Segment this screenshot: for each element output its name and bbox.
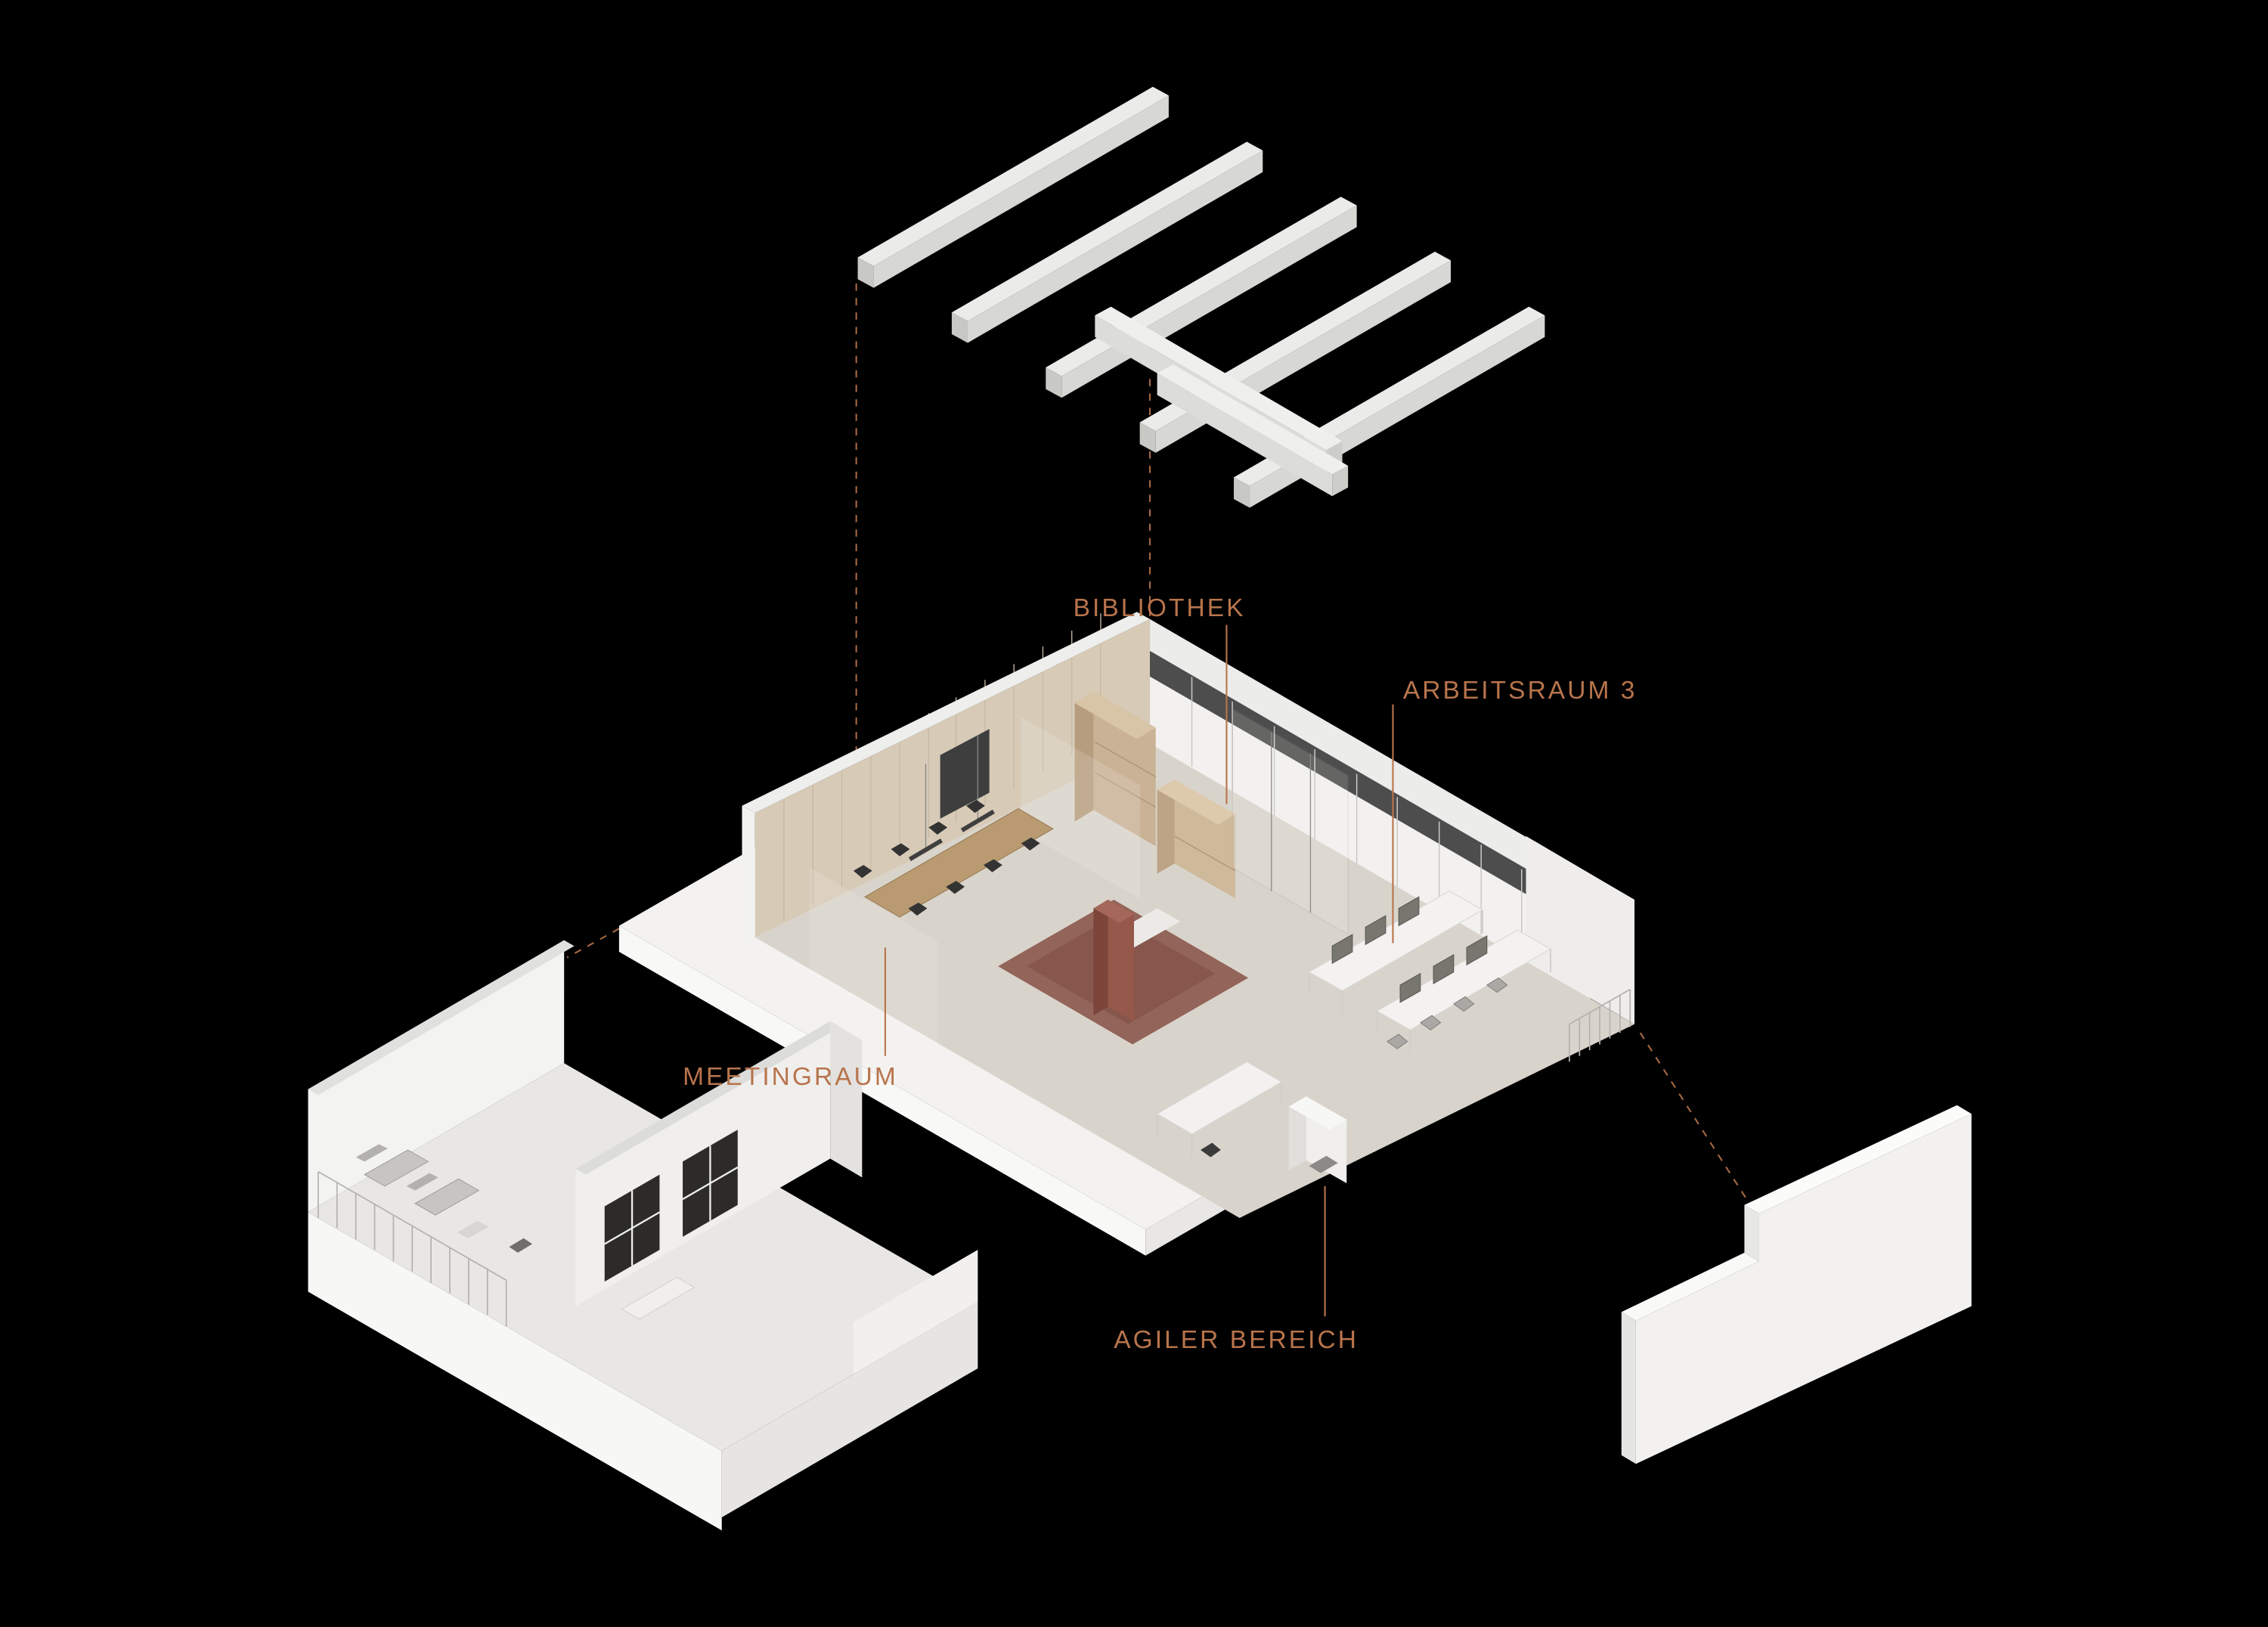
cabinet-top xyxy=(1288,1096,1347,1130)
meeting-room xyxy=(853,734,1055,918)
chair xyxy=(946,881,965,894)
balcony-railing xyxy=(1569,988,1631,1062)
monitor xyxy=(1433,953,1455,984)
label-leader-lines xyxy=(884,624,1394,1317)
terrace-slab-edge xyxy=(308,1212,722,1531)
label-meetingraum: MEETINGRAUM xyxy=(683,1061,898,1091)
ceiling-beam xyxy=(967,150,1263,343)
ceiling-beam xyxy=(1139,422,1156,453)
glass-partition xyxy=(1232,708,1349,936)
column-booth xyxy=(1093,900,1135,1021)
exploded-guide-lines xyxy=(566,284,1754,1210)
bench xyxy=(621,1276,696,1320)
terrace-window-wall xyxy=(575,1021,863,1306)
desk xyxy=(1156,1061,1283,1135)
agile-area xyxy=(1156,1061,1347,1184)
lounge-chair-back xyxy=(406,1173,438,1191)
ceiling-beam xyxy=(873,95,1169,288)
glass-partition xyxy=(809,866,938,1047)
window-wall-return xyxy=(830,1021,863,1178)
terrace-back-wall-top xyxy=(308,940,575,1096)
monitor xyxy=(1466,935,1488,965)
ceiling-beam xyxy=(857,86,1169,267)
column-side xyxy=(1093,900,1108,1016)
monitor xyxy=(1365,915,1387,946)
label-agiler-bereich: AGILER BEREICH xyxy=(1114,1325,1359,1354)
glass-partition xyxy=(1021,716,1141,900)
chair xyxy=(1021,837,1040,851)
lounge-chair xyxy=(414,1178,480,1216)
lounge-furniture xyxy=(355,1144,696,1320)
column-front xyxy=(1108,900,1135,1021)
terrace-railing xyxy=(318,1171,507,1327)
terrace-back-wall xyxy=(308,940,565,1213)
tv-panel xyxy=(940,729,990,819)
office-chair xyxy=(1486,977,1508,993)
label-bibliothek: BIBLIOTHEK xyxy=(1073,593,1246,622)
cross-beam xyxy=(1157,373,1333,497)
chair xyxy=(891,843,910,857)
cross-beam xyxy=(1157,364,1349,475)
bin xyxy=(509,1238,533,1253)
shelf-block-top xyxy=(1074,691,1156,739)
guide-line-terrace xyxy=(566,928,620,959)
wood-wall-end-cap xyxy=(742,805,755,945)
terrace-slab-edge xyxy=(721,1301,978,1518)
monitor xyxy=(1398,896,1420,927)
pendant-lamp-bar xyxy=(960,809,995,832)
facade-panel-top xyxy=(1621,1252,1759,1321)
facade-panel-top xyxy=(1744,1105,1972,1214)
ceiling-beam xyxy=(1234,477,1250,508)
wood-wall-top-fascia xyxy=(742,612,1151,814)
meeting-table xyxy=(863,807,1055,918)
label-arbeitsraum-3: ARBEITSRAUM 3 xyxy=(1402,675,1637,705)
library-shelving xyxy=(1074,691,1236,948)
pendant-lamp-bar xyxy=(908,838,943,861)
ceiling-beam xyxy=(857,257,874,288)
office-chair xyxy=(1452,996,1475,1012)
shelf-block-side xyxy=(1074,691,1094,822)
chair xyxy=(1201,1142,1221,1157)
cabinet-side xyxy=(1288,1096,1306,1170)
shelf-block-side xyxy=(1157,779,1175,874)
column-top xyxy=(1093,900,1135,923)
side-table xyxy=(457,1220,489,1238)
guide-line-facade xyxy=(1639,1032,1754,1210)
facade-panel xyxy=(1635,1114,1972,1464)
printer xyxy=(1309,1155,1338,1173)
facade-piece xyxy=(1621,1105,1972,1464)
chair xyxy=(966,800,985,814)
shelf-block-top xyxy=(1157,779,1235,825)
workroom-desks xyxy=(1308,891,1551,1053)
terrace-piece xyxy=(308,940,978,1531)
side-wall-white xyxy=(1526,835,1634,1024)
lounge-chair-back xyxy=(355,1144,388,1162)
chair xyxy=(853,865,872,879)
model-base-slab-edge xyxy=(618,925,1146,1256)
chair xyxy=(984,859,1002,872)
lounge-chair xyxy=(364,1149,429,1187)
facade-panel-side xyxy=(1621,1312,1636,1464)
monitor xyxy=(1331,934,1353,965)
chair xyxy=(908,902,928,916)
office-chair xyxy=(1386,1034,1408,1049)
ceiling-beam xyxy=(951,312,968,343)
cross-beam xyxy=(1332,466,1349,497)
window-wall-top xyxy=(575,1021,841,1175)
ceiling-beam xyxy=(951,141,1263,321)
facade-panel-step xyxy=(1744,1204,1759,1262)
ceiling-beams xyxy=(857,86,1545,508)
office-chair xyxy=(1419,1015,1442,1030)
ceiling-beam xyxy=(1046,367,1062,398)
glass-partitions xyxy=(809,708,1349,1047)
cross-beam xyxy=(1095,306,1343,451)
terrace-parapet xyxy=(853,1250,978,1374)
monitor xyxy=(1399,972,1421,1003)
chair xyxy=(928,821,948,835)
